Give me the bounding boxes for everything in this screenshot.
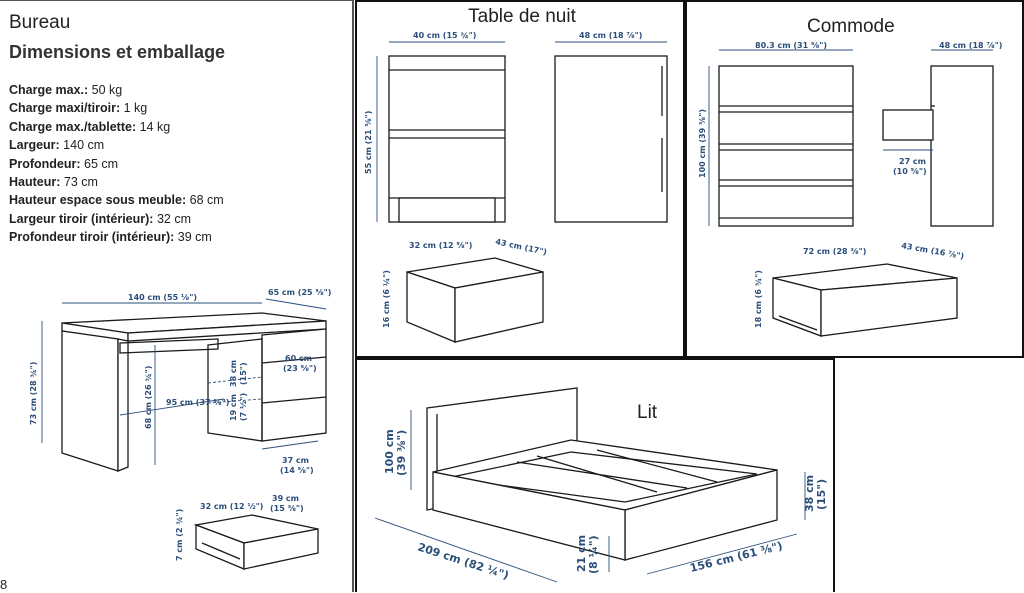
svg-text:(7 ½"): (7 ½") xyxy=(238,393,248,421)
dresser-diagram: 80.3 cm (31 ⅝") 100 cm (39 ⅜") 48 cm (18… xyxy=(698,41,1002,337)
cab-top-h-label: 38 cm xyxy=(229,360,238,387)
svg-text:(8 ¼"): (8 ¼") xyxy=(587,535,600,574)
bed-diagram: 100 cm (39 ⅜") 209 cm (82 ¼") 156 cm (61… xyxy=(374,387,828,583)
spec-row: Hauteur espace sous meuble: 68 cm xyxy=(9,193,224,208)
nightstand-drawer-depth-label: 43 cm (17") xyxy=(495,237,548,257)
spec-row: Charge max./tablette: 14 kg xyxy=(9,119,171,134)
nightstand-height-label: 55 cm (21 ⅝") xyxy=(364,111,373,174)
spec-row: Charge maxi/tiroir: 1 kg xyxy=(9,101,148,116)
bureau-title: Bureau xyxy=(9,12,71,33)
desk-under-width-label: 95 cm (37 ⅜") xyxy=(166,398,229,407)
dresser-drawer-extended xyxy=(882,109,934,141)
nightstand-depth-label: 48 cm (18 ⅞") xyxy=(579,31,642,40)
cab-bot-h-label: 19 cm xyxy=(229,394,238,421)
nightstand-front xyxy=(388,55,506,223)
dresser-drawer-depth-label: 43 cm (16 ⅞") xyxy=(901,241,965,261)
desk-left-leg xyxy=(61,330,119,472)
svg-text:(23 ⅝"): (23 ⅝") xyxy=(283,364,317,373)
dresser-front xyxy=(718,65,854,227)
bureau-subtitle: Dimensions et emballage xyxy=(9,42,226,62)
small-drawer-depth-label: 39 cm xyxy=(272,494,299,503)
small-drawer-width-label: 32 cm (12 ½") xyxy=(200,501,263,511)
cab-width-label: 60 cm xyxy=(285,354,312,363)
commode-panel: Commode 80.3 cm (31 ⅝") 100 cm (39 ⅜") 4… xyxy=(685,0,1024,358)
spec-row: Profondeur tiroir (intérieur): 39 cm xyxy=(9,230,212,245)
dresser-width-label: 80.3 cm (31 ⅝") xyxy=(755,41,827,50)
bureau-spec-list: Charge max.: 50 kg Charge maxi/tiroir: 1… xyxy=(9,81,224,247)
dresser-drawer-width-label: 72 cm (28 ⅜") xyxy=(803,247,866,256)
cab-depth-label: 37 cm xyxy=(282,456,309,465)
lit-panel: Lit 100 cm (39 ⅜") 209 cm (82 ¼") 156 cm… xyxy=(355,358,835,592)
spec-row: Largeur: 140 cm xyxy=(9,138,105,153)
bed-height-label: 100 cm xyxy=(383,429,396,474)
bureau-panel: Bureau Dimensions et emballage Charge ma… xyxy=(0,0,354,592)
lit-title: Lit xyxy=(637,402,658,423)
commode-title: Commode xyxy=(807,16,895,37)
nightstand-width-label: 40 cm (15 ¾") xyxy=(413,31,476,40)
svg-text:(39 ⅜"): (39 ⅜") xyxy=(395,430,408,476)
bed-clearance-label: 21 cm xyxy=(575,535,588,572)
svg-text:(10 ⅝"): (10 ⅝") xyxy=(893,167,927,176)
dresser-ext-label: 27 cm xyxy=(899,157,926,166)
spec-row: Profondeur: 65 cm xyxy=(9,156,119,171)
bed-width-label: 156 cm (61 ⅜") xyxy=(689,539,784,575)
bed-length-label: 209 cm (82 ¼") xyxy=(416,540,510,582)
bed-side-label: 38 cm xyxy=(803,475,816,512)
table-de-nuit-title: Table de nuit xyxy=(468,6,576,27)
nightstand-drawer-width-label: 32 cm (12 ⅝") xyxy=(409,241,472,250)
dresser-depth-label: 48 cm (18 ⅞") xyxy=(939,41,1002,50)
desk-width-label: 140 cm (55 ⅛") xyxy=(128,293,197,302)
spec-row: Hauteur: 73 cm xyxy=(9,175,98,190)
svg-text:(15"): (15") xyxy=(239,362,248,385)
nightstand-diagram: 40 cm (15 ¾") 55 cm (21 ⅝") 48 cm (18 ⅞"… xyxy=(364,31,668,343)
desk-under-height-label: 68 cm (26 ¾") xyxy=(144,366,153,429)
spec-row: Largeur tiroir (intérieur): 32 cm xyxy=(9,211,191,226)
page-fragment: 8 xyxy=(0,577,8,592)
dresser-side xyxy=(930,65,994,227)
small-drawer-height-label: 7 cm (2 ¾") xyxy=(175,509,184,561)
spec-row: Charge max.: 50 kg xyxy=(9,83,123,97)
table-de-nuit-panel: Table de nuit 40 cm (15 ¾") 55 cm (21 ⅝"… xyxy=(355,0,685,358)
desk-cabinet xyxy=(261,328,327,442)
svg-text:(14 ⅝"): (14 ⅝") xyxy=(280,466,314,475)
svg-text:(15"): (15") xyxy=(815,479,828,510)
dresser-height-label: 100 cm (39 ⅜") xyxy=(698,109,707,178)
desk-diagram: 140 cm (55 ⅛") 65 cm (25 ⅝") 73 cm (28 ¾… xyxy=(29,288,331,570)
dresser-drawer-height-label: 18 cm (6 ¾") xyxy=(754,270,763,328)
desk-depth-label: 65 cm (25 ⅝") xyxy=(268,288,331,297)
desk-height-label: 73 cm (28 ¾") xyxy=(29,362,38,425)
nightstand-side xyxy=(554,55,668,223)
nightstand-drawer-height-label: 16 cm (6 ¼") xyxy=(381,270,391,328)
svg-text:(15 ⅜"): (15 ⅜") xyxy=(270,504,304,513)
